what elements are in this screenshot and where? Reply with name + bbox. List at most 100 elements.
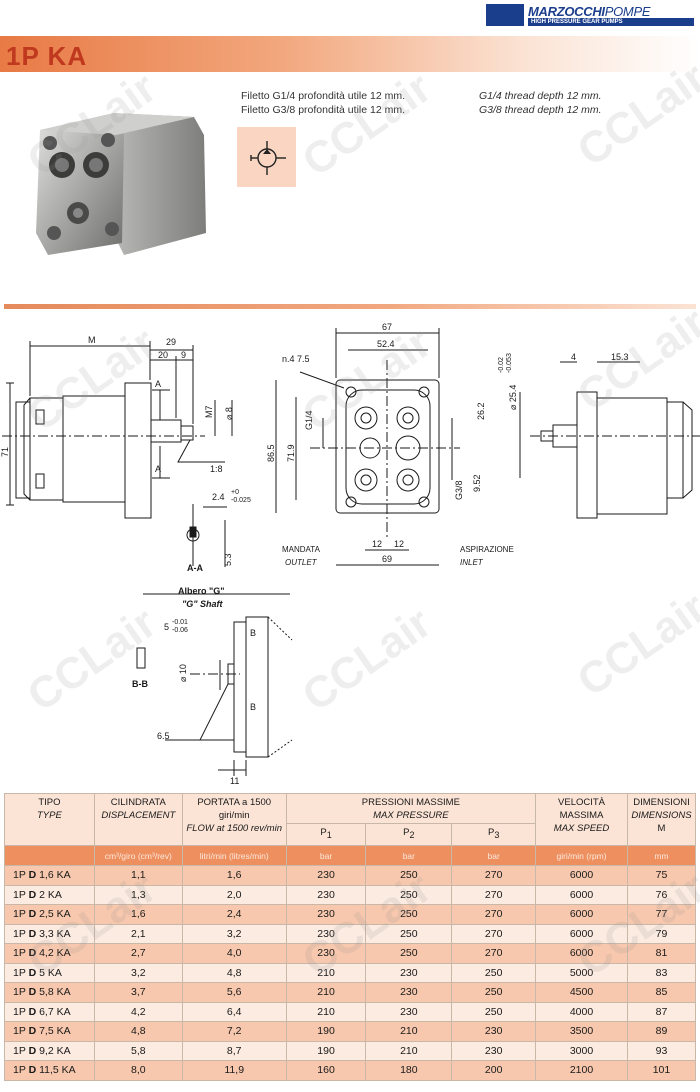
section-a-a	[186, 504, 227, 567]
cell-displacement: 8,0	[93, 1060, 183, 1081]
cell-dimension-m: 89	[626, 1021, 697, 1042]
cell-tipo: 1P D 3,3 KA	[4, 923, 95, 944]
label-inlet: INLET	[460, 558, 484, 567]
cell-p3: 270	[451, 943, 537, 964]
dim-5-3: 5.3	[223, 553, 233, 566]
cell-speed: 3500	[535, 1021, 628, 1042]
pump-symbol-box	[237, 127, 296, 187]
cell-p1: 230	[285, 923, 367, 944]
cell-displacement: 5,8	[93, 1040, 183, 1061]
dim-12-left: 12	[372, 539, 382, 549]
tol-25-4-a: -0.02	[498, 357, 505, 373]
label-a-a: A-A	[187, 563, 203, 573]
thread-notes-italian: Filetto G1/4 profondità utile 12 mm. Fil…	[241, 89, 405, 117]
front-view	[275, 328, 460, 566]
cell-dimension-m: 83	[626, 962, 697, 983]
label-b-b: B-B	[132, 679, 148, 689]
dim-holes: n.4 7.5	[282, 354, 310, 364]
cell-speed: 4000	[535, 1001, 628, 1022]
cell-dimension-m: 79	[626, 923, 697, 944]
cell-p1: 190	[285, 1021, 367, 1042]
unit-p1: bar	[285, 845, 367, 866]
label-outlet: OUTLET	[285, 558, 318, 567]
cell-dimension-m: 101	[626, 1060, 697, 1081]
dim-6-5: 6.5	[157, 731, 170, 741]
cell-displacement: 3,2	[93, 962, 183, 983]
tol-up-2-4: +0	[231, 489, 239, 496]
cell-speed: 2100	[535, 1060, 628, 1081]
cell-displacement: 3,7	[93, 982, 183, 1003]
hydraulic-pump-symbol-icon	[250, 141, 286, 175]
cell-p2: 250	[365, 923, 453, 944]
technical-drawing: M 29 20 9 A A M7 ⌀ 8 1:8 71 2.4 +0 -0.02…	[0, 322, 700, 786]
dim-2-4: 2.4	[212, 492, 225, 502]
cell-p2: 230	[365, 982, 453, 1003]
thread-note-g14-en: G1/4 thread depth 12 mm.	[479, 90, 602, 102]
tol-5-b: -0.06	[172, 627, 188, 634]
dim-phi25-4: ⌀ 25.4	[508, 385, 518, 410]
cell-displacement: 2,7	[93, 943, 183, 964]
cell-p3: 250	[451, 1001, 537, 1022]
brand-logo-mark	[486, 4, 524, 26]
label-g14: G1/4	[304, 410, 314, 430]
cell-flow: 11,9	[181, 1060, 287, 1081]
cell-displacement: 1,3	[93, 884, 183, 905]
cell-p1: 210	[285, 962, 367, 983]
cell-p2: 210	[365, 1040, 453, 1061]
unit-flow: litri/min (litres/min)	[181, 845, 287, 866]
cell-p1: 190	[285, 1040, 367, 1061]
unit-displacement: cm³/giro (cm³/rev)	[93, 845, 183, 866]
cell-speed: 4500	[535, 982, 628, 1003]
dim-69: 69	[382, 554, 392, 564]
cell-p2: 250	[365, 904, 453, 925]
cell-p1: 210	[285, 982, 367, 1003]
cell-flow: 6,4	[181, 1001, 287, 1022]
header-p1: P1	[285, 823, 367, 846]
brand-tagline: HIGH PRESSURE GEAR PUMPS	[528, 18, 694, 26]
cell-p1: 230	[285, 865, 367, 886]
shaft-g-title-en: "G" Shaft	[182, 599, 224, 609]
unit-p3: bar	[451, 845, 537, 866]
cell-tipo: 1P D 4,2 KA	[4, 943, 95, 964]
section-divider	[4, 304, 696, 309]
cell-p3: 270	[451, 923, 537, 944]
shaft-g-view	[136, 593, 293, 776]
cell-p2: 210	[365, 1021, 453, 1042]
label-mandata: MANDATA	[282, 545, 321, 554]
cell-flow: 7,2	[181, 1021, 287, 1042]
cell-speed: 6000	[535, 884, 628, 905]
dim-71-9: 71.9	[286, 444, 296, 462]
cell-p1: 210	[285, 1001, 367, 1022]
thread-note-g38-en: G3/8 thread depth 12 mm.	[479, 104, 602, 116]
cell-displacement: 4,8	[93, 1021, 183, 1042]
section-b-bottom: B	[250, 702, 256, 712]
cell-displacement: 2,1	[93, 923, 183, 944]
dim-15-3: 15.3	[611, 352, 629, 362]
label-g38: G3/8	[454, 480, 464, 500]
cell-p3: 250	[451, 982, 537, 1003]
dim-taper: 1:8	[210, 464, 223, 474]
cell-tipo: 1P D 1,6 KA	[4, 865, 95, 886]
dim-phi8: ⌀ 8	[224, 407, 234, 420]
brand-logo: MARZOCCHIPOMPE HIGH PRESSURE GEAR PUMPS	[486, 4, 694, 26]
cell-flow: 8,7	[181, 1040, 287, 1061]
cell-p2: 230	[365, 1001, 453, 1022]
cell-p3: 270	[451, 884, 537, 905]
cell-flow: 3,2	[181, 923, 287, 944]
cell-p3: 230	[451, 1040, 537, 1061]
dim-9: 9	[181, 350, 186, 360]
dim-11: 11	[230, 776, 239, 786]
pump-photo	[36, 113, 206, 255]
cell-flow: 4,8	[181, 962, 287, 983]
